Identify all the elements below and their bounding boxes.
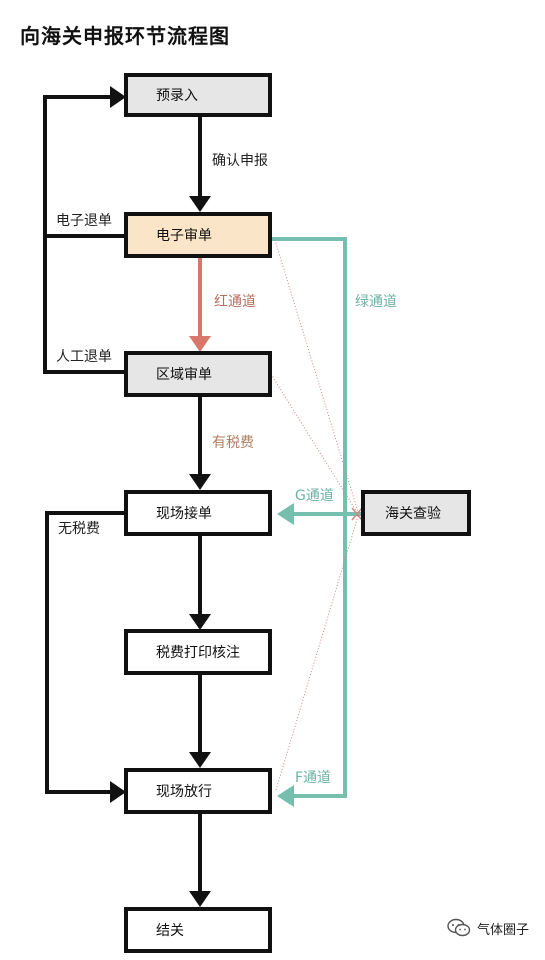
watermark: 气体圈子 bbox=[447, 915, 529, 941]
wechat-icon bbox=[447, 918, 471, 937]
edge-label-has-tax: 有税费 bbox=[212, 435, 254, 451]
g-channel-arrow bbox=[277, 503, 362, 525]
node-tax-print-label: 税费打印核注 bbox=[156, 645, 240, 661]
edge-label-e-return: 电子退单 bbox=[56, 213, 112, 229]
edge-label-no-tax: 无税费 bbox=[58, 521, 100, 537]
node-onsite-release: 现场放行 bbox=[124, 768, 272, 814]
green-channel-line bbox=[271, 237, 347, 807]
diagram-title: 向海关申报环节流程图 bbox=[20, 24, 230, 48]
node-prerecord-label: 预录入 bbox=[156, 88, 198, 104]
return-loop bbox=[43, 86, 126, 374]
watermark-text: 气体圈子 bbox=[477, 922, 530, 938]
edge-label-f-channel: F通道 bbox=[295, 770, 332, 786]
node-onsite-accept: 现场接单 bbox=[124, 490, 272, 536]
node-closure-label: 结关 bbox=[156, 923, 184, 939]
arrow-red-channel bbox=[189, 258, 211, 352]
node-tax-print: 税费打印核注 bbox=[124, 629, 272, 675]
node-regional-review-label: 区域审单 bbox=[156, 367, 212, 383]
inspection-cross-mark bbox=[351, 507, 363, 521]
node-regional-review: 区域审单 bbox=[124, 351, 272, 397]
arrow-prerecord-to-e-review bbox=[189, 113, 211, 212]
arrow-onsite-to-tax-print bbox=[189, 536, 211, 630]
node-inspection-label: 海关查验 bbox=[385, 506, 441, 522]
edge-label-confirm-declare: 确认申报 bbox=[212, 153, 268, 169]
node-e-review-label: 电子审单 bbox=[156, 228, 212, 244]
inspection-dotted-lines bbox=[270, 239, 359, 791]
arrow-release-to-closure bbox=[189, 813, 211, 907]
node-inspection: 海关查验 bbox=[361, 490, 471, 536]
node-onsite-accept-label: 现场接单 bbox=[156, 506, 212, 522]
no-tax-bypass bbox=[45, 511, 126, 803]
edge-label-green-channel: 绿通道 bbox=[355, 294, 397, 310]
edge-label-manual-return: 人工退单 bbox=[56, 349, 112, 365]
node-prerecord: 预录入 bbox=[124, 73, 272, 117]
node-onsite-release-label: 现场放行 bbox=[156, 784, 212, 800]
edge-label-g-channel: G通道 bbox=[295, 488, 334, 504]
node-closure: 结关 bbox=[124, 907, 272, 953]
edge-label-red-channel: 红通道 bbox=[214, 294, 256, 310]
arrow-regional-to-onsite bbox=[189, 395, 211, 490]
node-e-review: 电子审单 bbox=[124, 212, 272, 258]
arrow-tax-print-to-release bbox=[189, 674, 211, 768]
